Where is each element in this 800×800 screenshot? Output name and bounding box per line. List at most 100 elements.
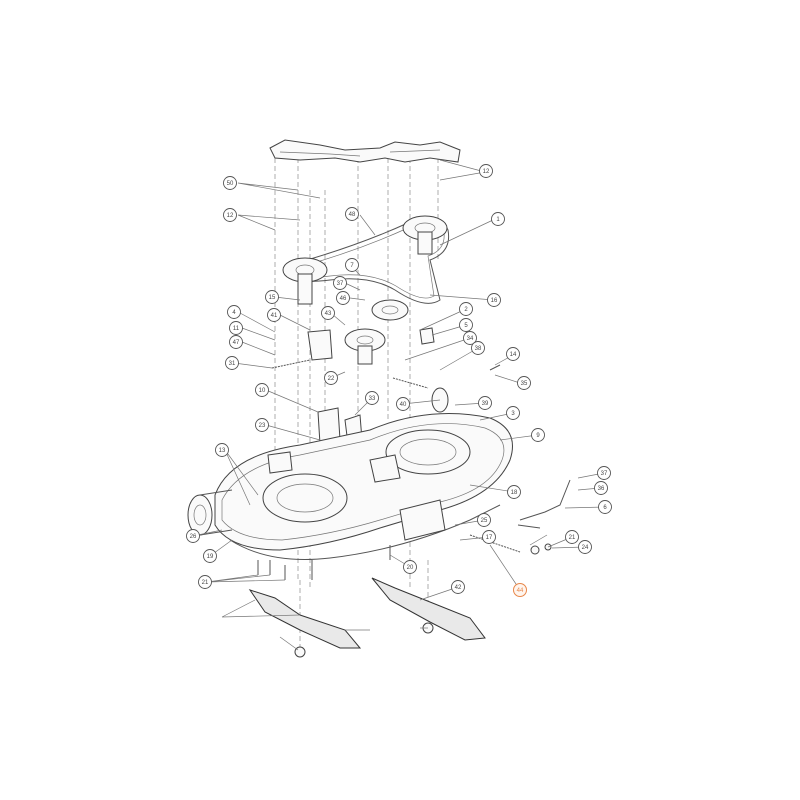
callout-number: 17 (486, 535, 493, 541)
callout-33: 33 (365, 391, 379, 405)
drive-belt (284, 217, 450, 304)
callout-bubble (229, 335, 243, 349)
callout-bubble (396, 397, 410, 411)
callout-7: 7 (345, 258, 359, 272)
callout-number: 50 (227, 181, 234, 187)
callout-bubble (459, 302, 473, 316)
callout-number: 12 (483, 169, 490, 175)
callout-11: 11 (229, 321, 243, 335)
callout-bubble (203, 549, 217, 563)
callout-12: 12 (223, 208, 237, 222)
callout-bubble (333, 276, 347, 290)
callout-bubble (229, 321, 243, 335)
callout-number: 46 (340, 296, 347, 302)
callout-6: 6 (598, 500, 612, 514)
callout-number: 9 (536, 433, 540, 439)
callout-number: 39 (482, 401, 489, 407)
callout-number: 7 (350, 263, 354, 269)
callout-38: 38 (471, 341, 485, 355)
callout-3: 3 (506, 406, 520, 420)
callout-48: 48 (345, 207, 359, 221)
callout-43: 43 (321, 306, 335, 320)
callout-number: 6 (603, 505, 607, 511)
leader-lines (192, 159, 606, 651)
callout-bubble (215, 443, 229, 457)
callout-number: 2 (464, 307, 468, 313)
callout-18: 18 (507, 485, 521, 499)
callout-bubble (345, 258, 359, 272)
callout-39: 39 (478, 396, 492, 410)
callout-bubble (225, 356, 239, 370)
callout-number: 1 (496, 217, 500, 223)
cutting-blades (248, 577, 486, 658)
callout-bubble (597, 466, 611, 480)
callout-5: 5 (459, 318, 473, 332)
callout-number: 12 (227, 213, 234, 219)
callout-9: 9 (531, 428, 545, 442)
callout-bubble (487, 293, 501, 307)
callout-bubble (451, 580, 465, 594)
callout-bubble (594, 481, 608, 495)
callout-bubble (255, 418, 269, 432)
callout-number: 36 (598, 486, 605, 492)
callout-bubble (265, 290, 279, 304)
callout-bubble (186, 529, 200, 543)
callout-21: 21 (198, 575, 212, 589)
callout-12: 12 (479, 164, 493, 178)
callout-bubble (345, 207, 359, 221)
pulleys (282, 215, 448, 365)
callout-15: 15 (265, 290, 279, 304)
callout-bubble (321, 306, 335, 320)
callout-number: 44 (517, 588, 524, 594)
callout-bubble (267, 308, 281, 322)
callout-14: 14 (506, 347, 520, 361)
callout-36: 36 (594, 481, 608, 495)
callout-46: 46 (336, 291, 350, 305)
callout-bubble (365, 391, 379, 405)
callout-number: 19 (207, 554, 214, 560)
callout-number: 20 (407, 565, 414, 571)
callout-bubble (506, 347, 520, 361)
callout-13: 13 (215, 443, 229, 457)
callout-number: 33 (369, 396, 376, 402)
callout-17: 17 (482, 530, 496, 544)
callout-number: 21 (202, 580, 209, 586)
callout-number: 37 (601, 471, 608, 477)
callout-number: 5 (464, 323, 468, 329)
callout-bubble (507, 485, 521, 499)
callout-21: 21 (565, 530, 579, 544)
callout-bubble (227, 305, 241, 319)
callout-23: 23 (255, 418, 269, 432)
lift-arm (469, 479, 571, 555)
callout-bubble (459, 318, 473, 332)
callout-bubble (471, 341, 485, 355)
callout-number: 41 (271, 313, 278, 319)
callout-number: 13 (219, 448, 226, 454)
callout-31: 31 (225, 356, 239, 370)
callout-24: 24 (578, 540, 592, 554)
deck-bolts (257, 545, 391, 580)
callout-number: 21 (569, 535, 576, 541)
callout-number: 24 (582, 545, 589, 551)
callout-number: 15 (269, 295, 276, 301)
callout-bubble (565, 530, 579, 544)
callout-number: 25 (481, 518, 488, 524)
callout-bubble (506, 406, 520, 420)
callout-bubble (223, 208, 237, 222)
callout-number: 4 (232, 310, 236, 316)
callout-bubble (491, 212, 505, 226)
callout-number: 3 (511, 411, 515, 417)
callout-number: 31 (229, 361, 236, 367)
callout-bubble (478, 396, 492, 410)
mower-deck (214, 413, 513, 560)
callout-1: 1 (491, 212, 505, 226)
callout-number: 43 (325, 311, 332, 317)
callout-number: 23 (259, 423, 266, 429)
callout-2: 2 (459, 302, 473, 316)
callout-bubble (578, 540, 592, 554)
gauge-wheel (187, 489, 233, 536)
callout-number: 34 (467, 336, 474, 342)
